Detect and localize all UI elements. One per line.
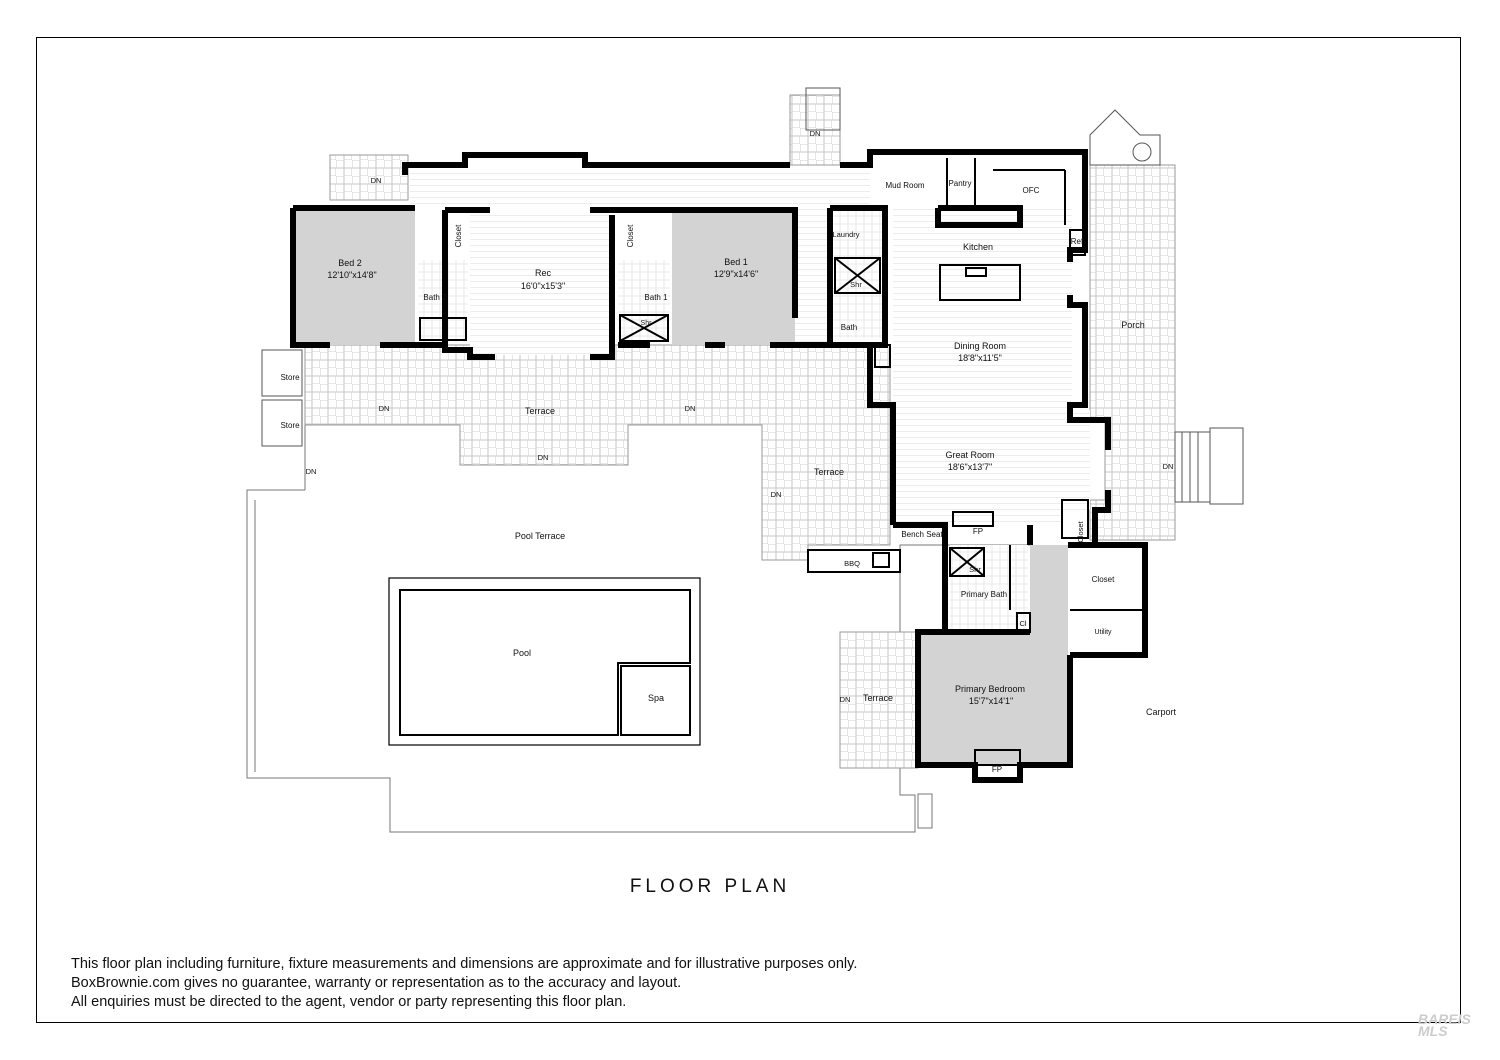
size-bed2: 12'10"x14'8" [327, 270, 376, 280]
porch-stairs [261, 87, 1244, 505]
label-terrace-right: Terrace [814, 467, 844, 477]
label-store-1: Store [280, 373, 300, 382]
label-terrace-top: Terrace [525, 406, 555, 416]
label-shr-bath1: Shr [641, 320, 653, 327]
size-primary-bedroom: 15'7"x14'1" [969, 696, 1013, 706]
label-cl: Cl [1019, 619, 1026, 628]
label-ref: Ref [1071, 237, 1084, 246]
label-bath: Bath [841, 323, 857, 332]
label-porch: Porch [1121, 320, 1145, 330]
watermark-logo: BAREIS MLS [1418, 1011, 1471, 1039]
label-pool: Pool [513, 648, 531, 658]
paved-terraces [304, 94, 1176, 769]
label-primary-bath: Primary Bath [961, 590, 1007, 599]
label-bath2: Bath 2 [423, 293, 447, 302]
label-bed1: Bed 1 [724, 257, 748, 267]
dn-label: DN [379, 404, 390, 413]
label-dining-room: Dining Room [954, 341, 1006, 351]
label-kitchen: Kitchen [963, 242, 993, 252]
label-bath1: Bath 1 [644, 293, 668, 302]
size-great-room: 18'6"x13'7" [948, 462, 992, 472]
label-bed2: Bed 2 [338, 258, 362, 268]
size-rec: 16'0"x15'3" [521, 281, 565, 291]
dn-label: DN [810, 129, 821, 138]
label-closet-great: Closet [1076, 520, 1085, 542]
dn-label: DN [1163, 462, 1174, 471]
thin-walls [419, 158, 1145, 766]
label-shr-primary: Shr [969, 565, 981, 574]
label-laundry: Laundry [832, 230, 859, 239]
dn-label: DN [840, 695, 851, 704]
disclaimer-line: BoxBrownie.com gives no guarantee, warra… [71, 975, 682, 991]
label-primary-bedroom: Primary Bedroom [955, 684, 1025, 694]
label-store-2: Store [280, 421, 300, 430]
label-carport: Carport [1146, 707, 1177, 717]
shaded-rooms [293, 208, 1068, 765]
label-bbq: BBQ [844, 559, 860, 568]
disclaimer: This floor plan including furniture, fix… [71, 955, 857, 1012]
page-frame [36, 37, 1461, 1023]
page-title: FLOOR PLAN [629, 876, 791, 897]
stair-down-labels: DN DN DN DN DN DN DN DN DN [306, 129, 1174, 704]
label-pantry: Pantry [948, 179, 971, 188]
label-closet-bed2: Closet [454, 224, 463, 247]
label-great-room: Great Room [945, 450, 994, 460]
disclaimer-line: This floor plan including furniture, fix… [71, 956, 858, 972]
label-fp-primary: FP [992, 765, 1002, 774]
wood-floors [410, 170, 1090, 630]
dn-label: DN [771, 490, 782, 499]
label-closet-primary: Closet [1092, 575, 1115, 584]
dn-label: DN [306, 467, 317, 476]
pool [388, 577, 701, 746]
dn-label: DN [685, 404, 696, 413]
size-dining-room: 18'8"x11'5" [958, 353, 1002, 363]
dn-label: DN [371, 176, 382, 185]
label-pool-terrace: Pool Terrace [515, 531, 565, 541]
label-terrace-primary: Terrace [863, 693, 893, 703]
dn-label: DN [538, 453, 549, 462]
size-bed1: 12'9"x14'6" [714, 269, 758, 279]
room-labels: Bed 2 12'10"x14'8" Rec 16'0"x15'3" Bed 1… [280, 179, 1176, 774]
label-fp-great: FP [973, 527, 983, 536]
label-utility: Utility [1094, 629, 1112, 636]
disclaimer-line: All enquiries must be directed to the ag… [71, 994, 627, 1010]
label-shr-bath: Shr [850, 280, 862, 289]
label-rec: Rec [535, 268, 552, 278]
label-closet-bed1: Closet [626, 224, 635, 247]
label-bench-seat: Bench Seat [901, 530, 943, 539]
label-ofc: OFC [1023, 186, 1040, 195]
label-mud-room: Mud Room [885, 181, 924, 190]
label-spa: Spa [648, 693, 664, 703]
